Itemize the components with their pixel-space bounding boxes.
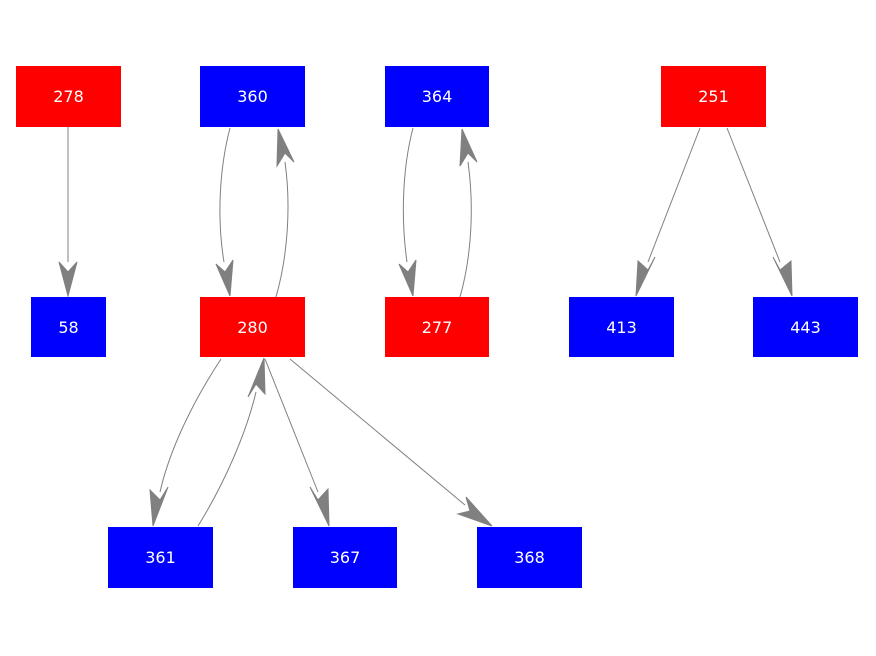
node-368-label: 368: [514, 548, 545, 567]
edge-280-368: [289, 358, 493, 527]
node-58-label: 58: [58, 318, 78, 337]
node-278-box: [16, 66, 121, 127]
node-58[interactable]: 58: [31, 297, 106, 357]
node-361-label: 361: [145, 548, 176, 567]
node-413-label: 413: [606, 318, 637, 337]
nodes-layer: 278 360 364 251 58 280 277 413: [16, 66, 858, 588]
node-413[interactable]: 413: [569, 297, 674, 357]
node-251-box: [661, 66, 766, 127]
edge-251-443: [726, 127, 793, 297]
node-364[interactable]: 364: [385, 66, 489, 127]
edge-251-413: [635, 127, 701, 297]
node-278[interactable]: 278: [16, 66, 121, 127]
node-367-box: [293, 527, 397, 588]
node-277-box: [385, 297, 489, 357]
node-367[interactable]: 367: [293, 527, 397, 588]
node-278-label: 278: [53, 87, 84, 106]
node-443-label: 443: [790, 318, 821, 337]
edge-278-58: [58, 127, 78, 298]
node-443-box: [753, 297, 858, 357]
node-361[interactable]: 361: [108, 527, 213, 588]
node-277-label: 277: [422, 318, 453, 337]
node-251[interactable]: 251: [661, 66, 766, 127]
node-443[interactable]: 443: [753, 297, 858, 357]
node-368-box: [477, 527, 582, 588]
edge-277-364: [459, 128, 478, 298]
node-280[interactable]: 280: [200, 297, 305, 357]
node-360-box: [200, 66, 305, 127]
edge-280-367: [264, 358, 330, 527]
edge-361-280: [197, 357, 266, 527]
edge-280-360: [275, 128, 295, 298]
node-58-box: [31, 297, 106, 357]
node-251-label: 251: [698, 87, 729, 106]
node-413-box: [569, 297, 674, 357]
node-360[interactable]: 360: [200, 66, 305, 127]
edge-364-277: [398, 127, 417, 297]
node-361-box: [108, 527, 213, 588]
node-364-label: 364: [422, 87, 453, 106]
edge-280-361: [149, 358, 222, 527]
node-280-label: 280: [237, 318, 268, 337]
node-280-box: [200, 297, 305, 357]
node-364-box: [385, 66, 489, 127]
node-368[interactable]: 368: [477, 527, 582, 588]
node-277[interactable]: 277: [385, 297, 489, 357]
node-367-label: 367: [330, 548, 361, 567]
edges-layer: [58, 127, 793, 527]
node-360-label: 360: [237, 87, 268, 106]
edge-360-280: [215, 127, 234, 297]
